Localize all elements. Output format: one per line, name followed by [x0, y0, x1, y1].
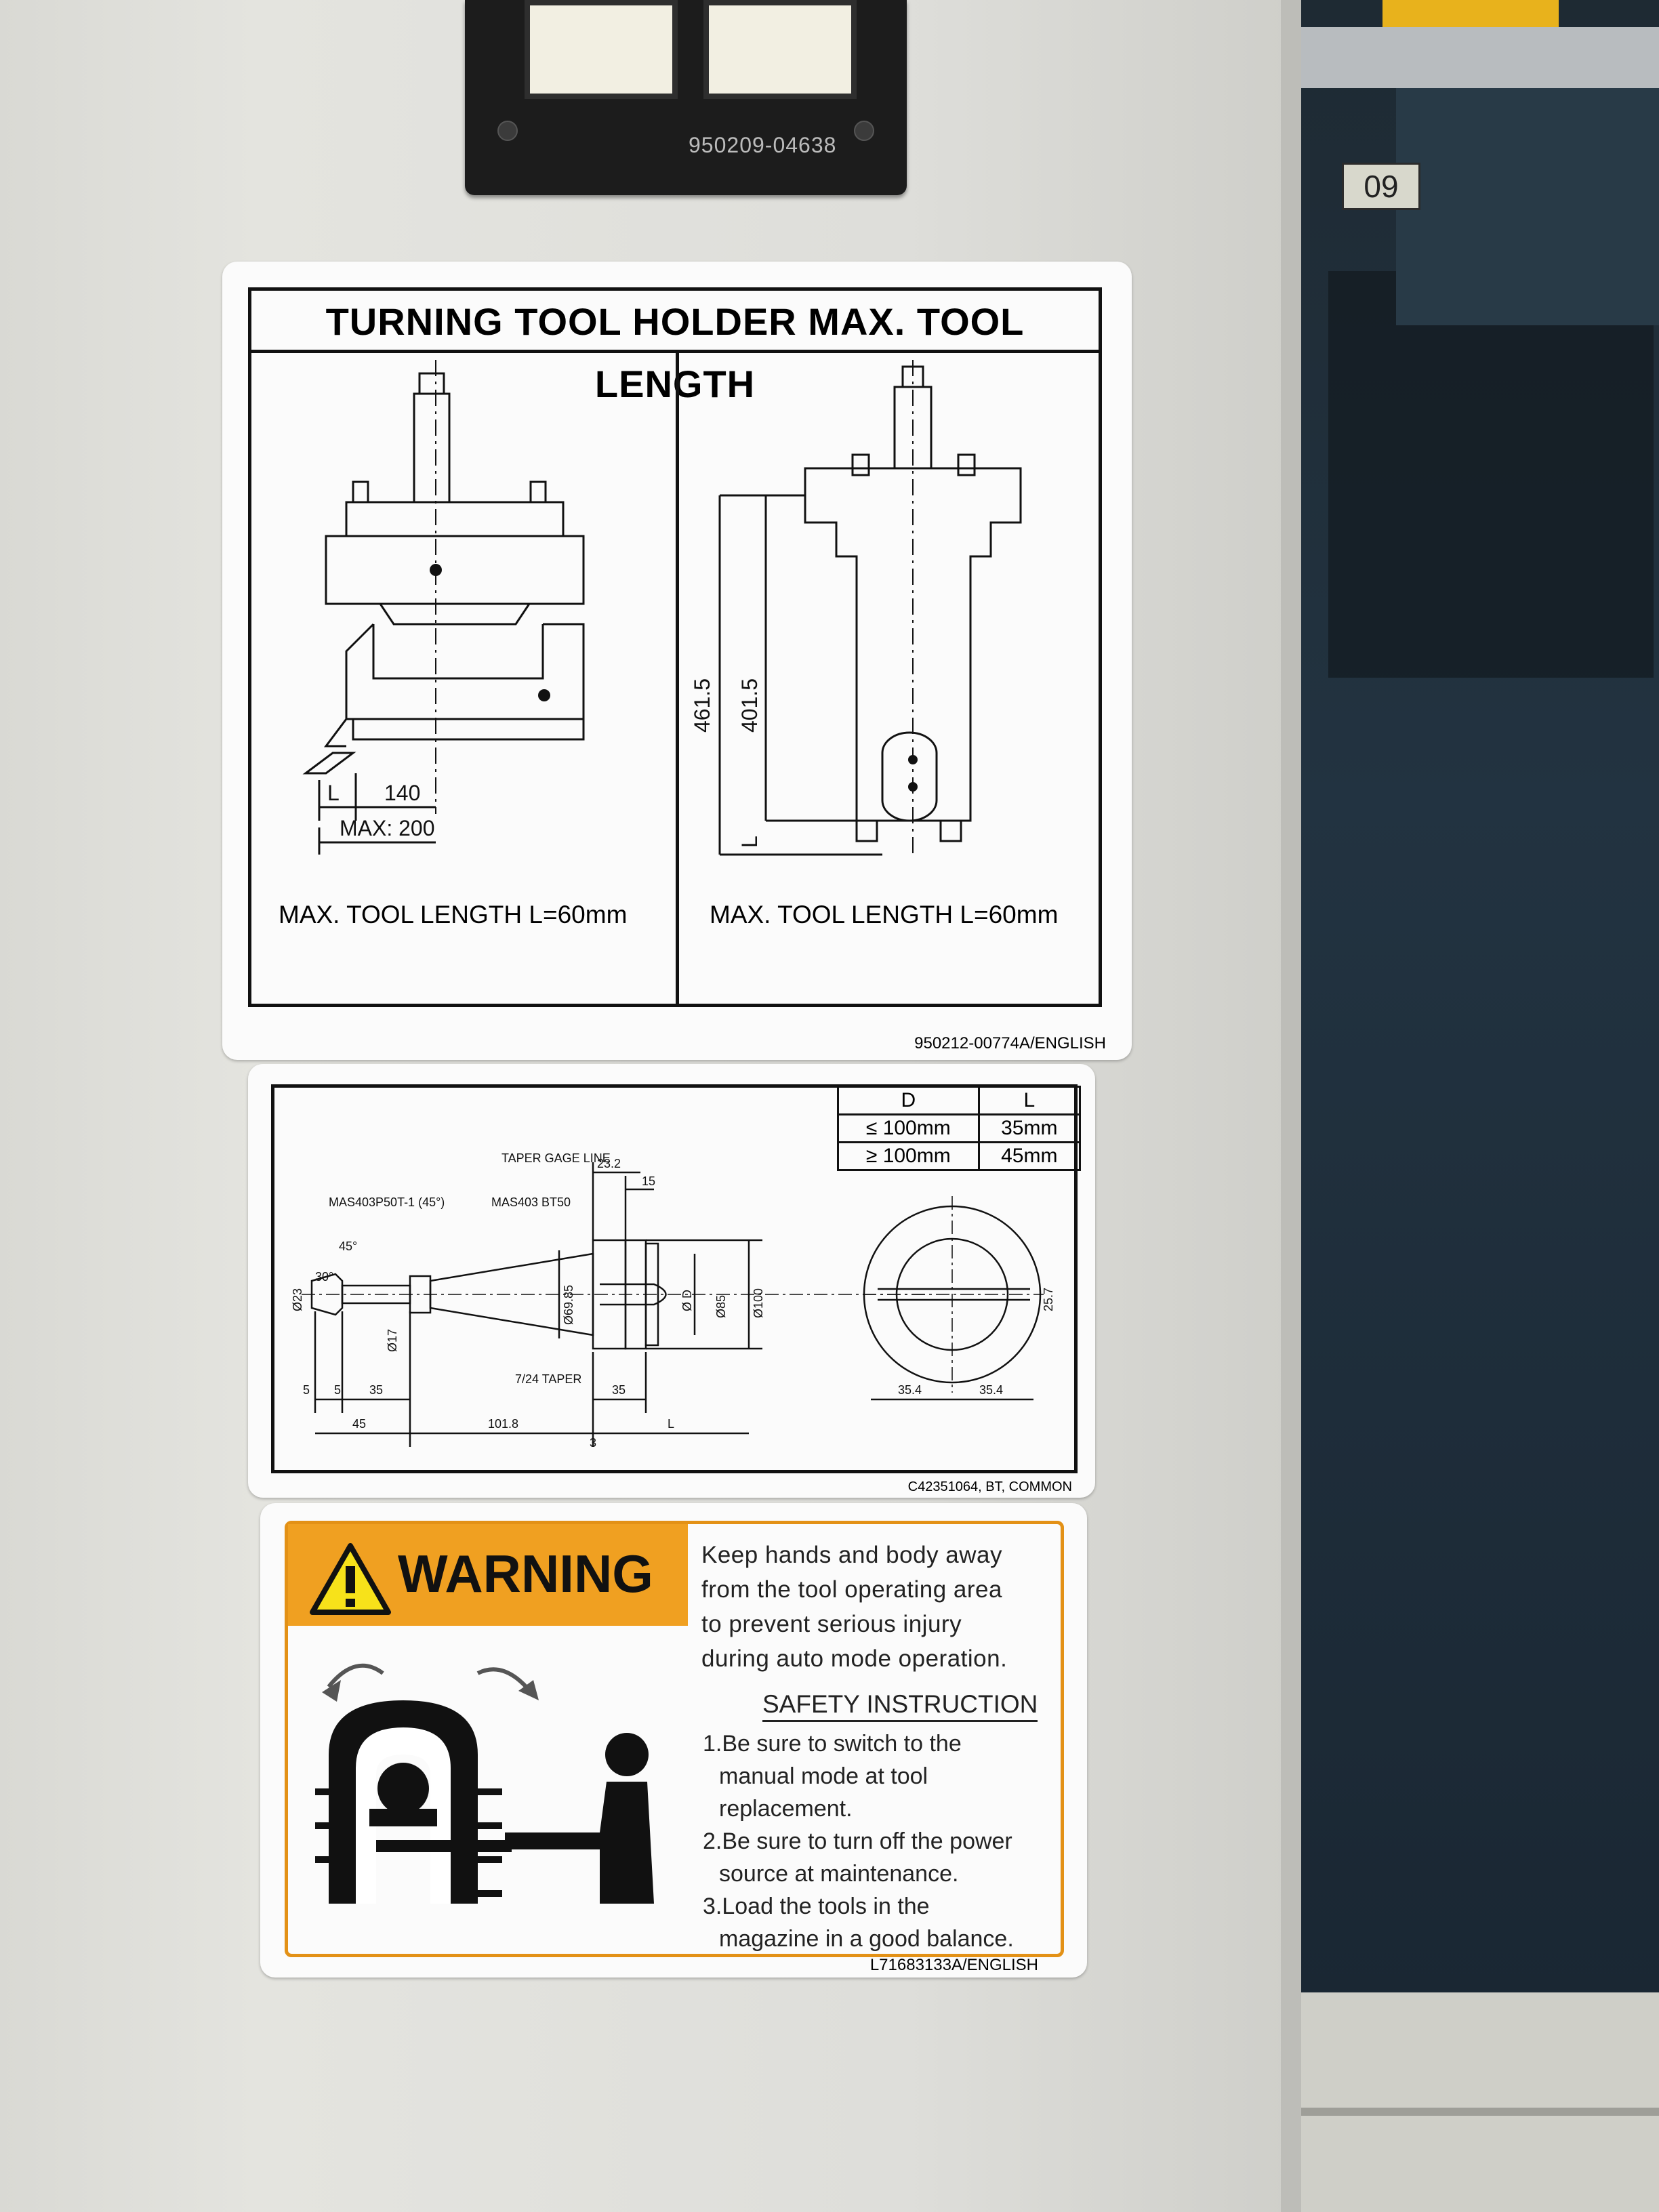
screw-icon — [854, 121, 874, 141]
warning-line: to prevent serious injury — [701, 1611, 962, 1637]
dim-401-5: 401.5 — [737, 678, 762, 733]
safety-instruction-heading: SAFETY INSTRUCTION — [762, 1690, 1038, 1722]
d-l-table: D L ≤ 100mm 35mm ≥ 100mm 45mm — [837, 1086, 1082, 1171]
taper-callout: 7/24 TAPER — [515, 1372, 581, 1386]
taper-spec-label: D L ≤ 100mm 35mm ≥ 100mm 45mm — [248, 1064, 1095, 1498]
dim-35a: 35 — [369, 1383, 383, 1397]
list-item-line: 2.Be sure to turn off the power — [703, 1828, 1012, 1854]
table-cell: ≥ 100mm — [837, 1141, 980, 1171]
dim-140: 140 — [384, 781, 420, 805]
table-header: L — [977, 1086, 1082, 1115]
interior-part — [1396, 81, 1659, 325]
label-frame: TURNING TOOL HOLDER MAX. TOOL LENGTH — [248, 287, 1102, 1007]
angle-45: 45° — [339, 1240, 357, 1253]
door-rail-groove — [1301, 2108, 1659, 2116]
warning-frame: WARNING Ke — [285, 1521, 1064, 1957]
label-part-code: L71683133A/ENGLISH — [869, 1956, 1038, 1974]
screw-icon — [497, 121, 518, 141]
list-item-line: magazine in a good balance. — [719, 1926, 1014, 1952]
panel-edge — [1281, 0, 1301, 2212]
table-row: ≥ 100mm 45mm — [837, 1141, 1082, 1171]
dim-d85: Ø85 — [714, 1295, 728, 1318]
warning-heading: WARNING — [398, 1544, 653, 1603]
warning-line: during auto mode operation. — [701, 1645, 1008, 1672]
dim-35-4b: 35.4 — [979, 1383, 1003, 1397]
list-item: 1.Be sure to switch to the manual mode a… — [703, 1727, 1014, 1825]
safety-instruction-list: 1.Be sure to switch to the manual mode a… — [703, 1727, 1014, 1955]
mas-pull-stud-callout: MAS403P50T-1 (45°) — [329, 1195, 445, 1209]
mas-bt50-callout: MAS403 BT50 — [491, 1195, 571, 1209]
holder-shank-top — [418, 372, 445, 395]
bt50-taper-drawing: TAPER GAGE LINE MAS403P50T-1 (45°) MAS40… — [291, 1151, 1055, 1450]
dim-101-8: 101.8 — [488, 1417, 518, 1431]
dim-3: 3 — [590, 1436, 596, 1450]
push-button-right[interactable] — [703, 0, 857, 99]
list-item-line: source at maintenance. — [719, 1861, 959, 1887]
label-part-code: C42351064, BT, COMMON — [907, 1479, 1072, 1494]
table-cell: ≤ 100mm — [837, 1113, 980, 1143]
holder-flange — [345, 501, 565, 537]
interior-shelf — [1301, 27, 1659, 88]
warning-body: Keep hands and body away from the tool o… — [701, 1538, 1007, 1676]
dim-d6985: Ø69.85 — [562, 1285, 575, 1325]
label-title: TURNING TOOL HOLDER MAX. TOOL LENGTH — [251, 291, 1099, 405]
dim-23-2: 23.2 — [597, 1157, 621, 1170]
number-plate: 09 — [1342, 163, 1420, 210]
list-item-line: manual mode at tool — [719, 1763, 928, 1789]
taper-gage-line-callout: TAPER GAGE LINE — [501, 1151, 611, 1165]
dim-5b: 5 — [334, 1383, 341, 1397]
push-button-left[interactable] — [525, 0, 678, 99]
table-header: D — [837, 1086, 980, 1115]
warning-label: WARNING Ke — [260, 1503, 1087, 1978]
warning-triangle-icon — [310, 1543, 391, 1615]
dim-l: L — [737, 836, 762, 848]
dim-35-4a: 35.4 — [898, 1383, 922, 1397]
dim-461-5: 461.5 — [690, 678, 714, 733]
turret-holder-drawing: L 140 MAX: 200 — [302, 360, 585, 855]
warning-line: Keep hands and body away — [701, 1542, 1002, 1568]
dim-dd: Ø D — [680, 1290, 694, 1311]
table-row: ≤ 100mm 35mm — [837, 1113, 1082, 1143]
switch-plate: 950209-04638 — [465, 0, 907, 195]
pull-stud-head — [310, 1273, 344, 1316]
list-item-line: replacement. — [719, 1796, 853, 1822]
boring-holder-drawing: 461.5 401.5 L — [690, 360, 1022, 856]
dim-d23: Ø23 — [291, 1288, 304, 1311]
table-cell: 45mm — [977, 1141, 1082, 1171]
list-item: 2.Be sure to turn off the power source a… — [703, 1825, 1014, 1890]
left-caption: MAX. TOOL LENGTH L=60mm — [279, 901, 628, 928]
holder-body — [804, 467, 1022, 822]
dim-15: 15 — [642, 1174, 655, 1188]
interior-shadow — [1328, 271, 1654, 678]
dim-l: L — [327, 781, 340, 805]
label-frame: D L ≤ 100mm 35mm ≥ 100mm 45mm — [271, 1084, 1082, 1473]
door-rail — [1301, 1992, 1659, 2212]
dim-max-200: MAX: 200 — [340, 816, 435, 840]
dim-d100: Ø100 — [752, 1288, 765, 1318]
list-item-line: 3.Load the tools in the — [703, 1893, 930, 1919]
center-mark — [430, 564, 442, 576]
warning-banner: WARNING — [288, 1524, 688, 1626]
holder-shank — [413, 392, 451, 504]
list-item: 3.Load the tools in the magazine in a go… — [703, 1890, 1014, 1955]
right-caption: MAX. TOOL LENGTH L=60mm — [710, 901, 1059, 928]
dim-5a: 5 — [303, 1383, 310, 1397]
table-cell: 35mm — [977, 1113, 1082, 1143]
angle-30: 30° — [315, 1270, 333, 1284]
turning-tool-holder-label: TURNING TOOL HOLDER MAX. TOOL LENGTH — [222, 262, 1132, 1060]
switch-plate-code: 950209-04638 — [689, 133, 837, 157]
panel-divider — [676, 353, 679, 1005]
dim-25-7: 25.7 — [1042, 1288, 1055, 1311]
hand-hazard-pictogram-icon — [315, 1663, 654, 1904]
warning-line: from the tool operating area — [701, 1576, 1002, 1603]
yellow-component — [1382, 0, 1559, 27]
dim-35b: 35 — [612, 1383, 626, 1397]
list-item-line: 1.Be sure to switch to the — [703, 1731, 962, 1757]
label-part-code: 950212-00774A/ENGLISH — [914, 1034, 1106, 1052]
dim-45: 45 — [352, 1417, 366, 1431]
dim-d17: Ø17 — [386, 1329, 399, 1352]
table-header-row: D L — [837, 1086, 1082, 1115]
center-mark — [538, 689, 550, 701]
dim-l: L — [668, 1417, 674, 1431]
